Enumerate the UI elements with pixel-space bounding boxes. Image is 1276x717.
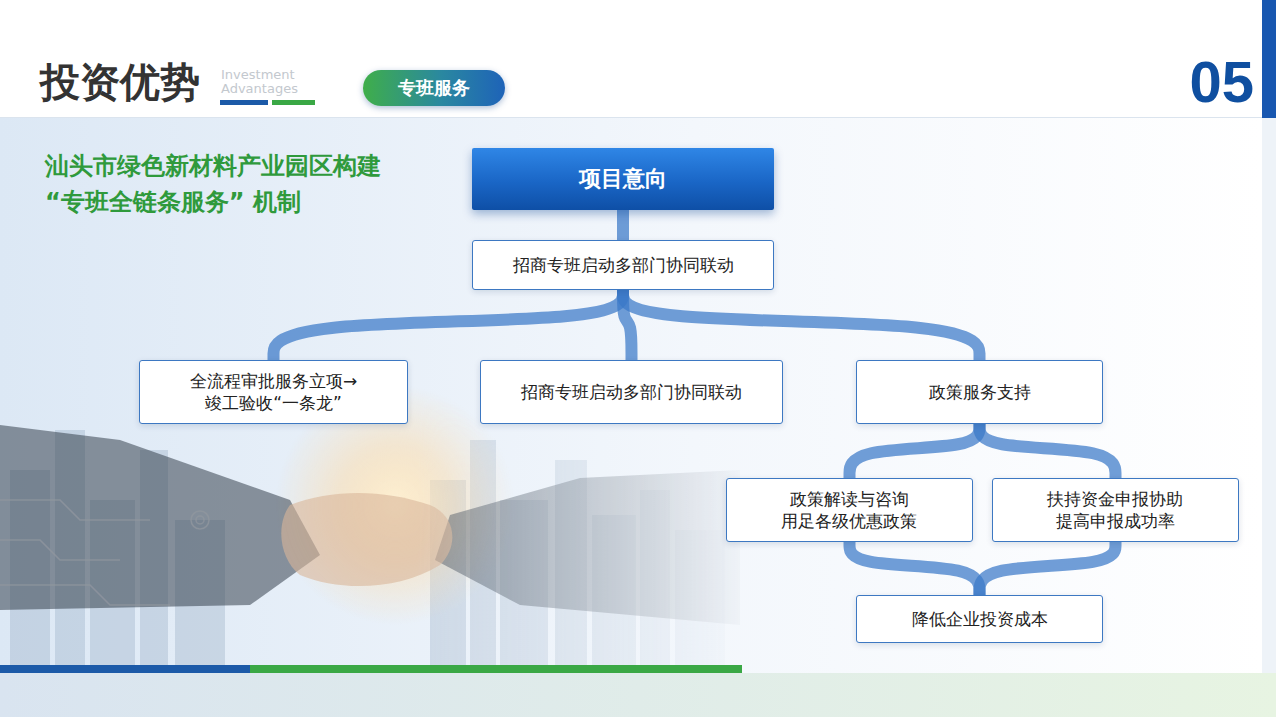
corner-bar: [1262, 0, 1276, 118]
page-number: 05: [1130, 50, 1254, 114]
slide-title: 投资优势: [40, 58, 200, 106]
process-box: 政策服务支持: [856, 360, 1103, 424]
node-text: 扶持资金申报协助 提高申报成功率: [1046, 488, 1185, 532]
content-panel: [0, 118, 1262, 673]
process-box: 招商专班启动多部门协同联动: [480, 360, 783, 424]
connector-band: [617, 210, 629, 240]
connector-band: [850, 542, 980, 595]
connector-band: [623, 290, 980, 360]
left-sleeve: [0, 425, 320, 610]
right-sleeve: [435, 470, 740, 625]
node-text: 全流程审批服务立项→ 竣工验收“一条龙”: [183, 370, 363, 414]
bottom-band: [0, 673, 1276, 717]
intro-heading: 汕头市绿色新材料产业园区构建 “专班全链条服务” 机制: [45, 148, 390, 220]
clasped-hands: [281, 493, 452, 586]
node-text: 降低企业投资成本: [912, 608, 1048, 630]
process-box: 全流程审批服务立项→ 竣工验收“一条龙”: [139, 360, 408, 424]
bottom-bar-blue: [0, 665, 250, 673]
header-divider: [0, 117, 1262, 118]
side-strip: [1262, 118, 1276, 673]
connector-band: [850, 424, 980, 478]
node-text: 招商专班启动多部门协同联动: [513, 254, 734, 276]
node-text: 专班服务: [398, 76, 470, 99]
section-pill: 专班服务: [363, 70, 505, 106]
start-box: 项目意向: [472, 148, 774, 210]
node-text: 招商专班启动多部门协同联动: [521, 381, 742, 403]
node-text: 项目意向: [579, 165, 667, 194]
subtitle-underline-green: [272, 100, 315, 105]
process-box: 政策解读与咨询 用足各级优惠政策: [726, 478, 973, 542]
result-box: 降低企业投资成本: [856, 595, 1103, 643]
connector-band: [980, 542, 1116, 595]
bottom-bar-green: [250, 665, 742, 673]
connector-band: [274, 290, 624, 360]
process-box: 招商专班启动多部门协同联动: [472, 240, 774, 290]
process-box: 扶持资金申报协助 提高申报成功率: [992, 478, 1239, 542]
node-text: 政策解读与咨询 用足各级优惠政策: [780, 488, 919, 532]
node-text: 政策服务支持: [929, 381, 1031, 403]
handshake-illustration: [0, 385, 740, 665]
subtitle-underline-blue: [220, 100, 268, 105]
connector-band: [980, 424, 1116, 478]
subtitle-en: Investment Advantages: [221, 68, 313, 95]
